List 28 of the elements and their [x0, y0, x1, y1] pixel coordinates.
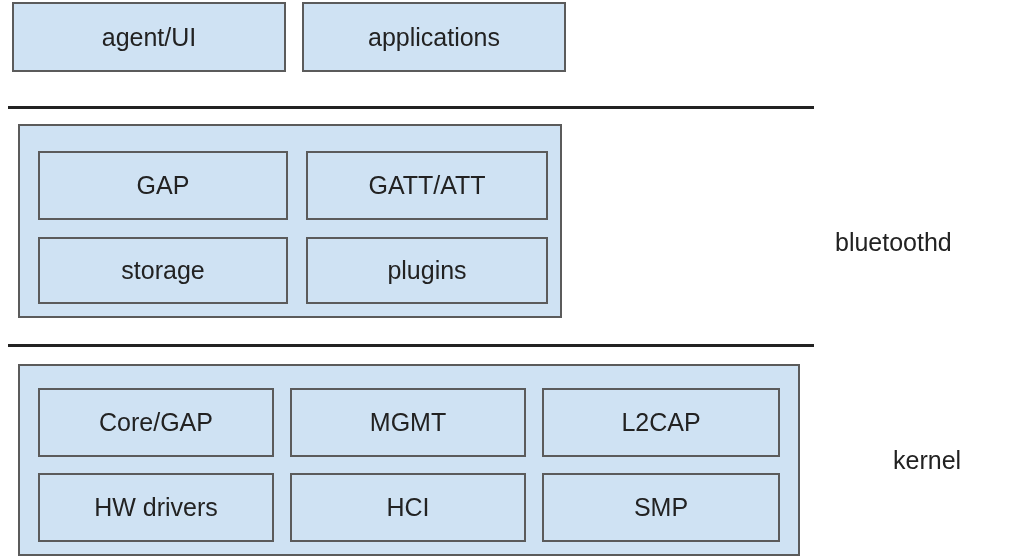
- component-box: [38, 388, 274, 457]
- component-label: L2CAP: [621, 408, 701, 437]
- component-label: storage: [121, 256, 205, 285]
- component-label: GATT/ATT: [368, 171, 486, 200]
- component-label: MGMT: [369, 408, 447, 437]
- component-label: SMP: [633, 493, 689, 522]
- component-box: [306, 151, 548, 220]
- component-label: plugins: [387, 256, 467, 285]
- layer-label: bluetoothd: [835, 228, 952, 257]
- component-box: [38, 237, 288, 304]
- layer-label: kernel: [893, 446, 962, 475]
- component-box: [38, 151, 288, 220]
- component-box: [12, 2, 286, 72]
- component-box: [302, 2, 566, 72]
- layer-panel: [18, 124, 562, 318]
- component-box: [306, 237, 548, 304]
- component-label: GAP: [136, 171, 190, 200]
- component-label: agent/UI: [101, 22, 197, 52]
- component-box: [290, 473, 526, 542]
- component-label: HCI: [386, 493, 430, 522]
- layer-panel: [18, 364, 800, 556]
- component-label: Core/GAP: [99, 408, 213, 437]
- component-box: [38, 473, 274, 542]
- component-box: [290, 388, 526, 457]
- component-box: [542, 388, 780, 457]
- component-box: [542, 473, 780, 542]
- component-label: applications: [368, 22, 500, 52]
- component-label: HW drivers: [94, 493, 218, 522]
